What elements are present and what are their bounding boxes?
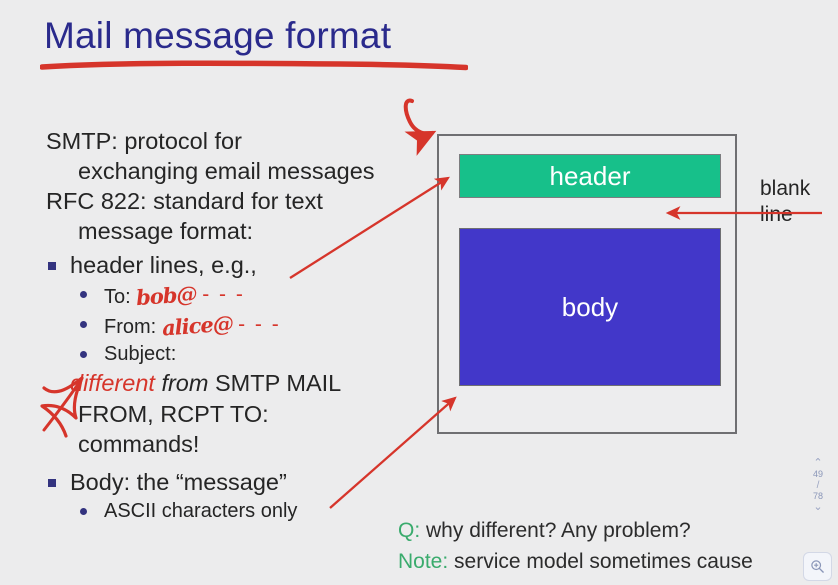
page-up-chevron-icon[interactable]: ⌃ (813, 457, 823, 469)
different-emphasis: different (70, 370, 155, 396)
page-title: Mail message format (44, 15, 392, 56)
page-down-chevron-icon[interactable]: ⌄ (813, 501, 823, 513)
bullet-header-lines-label: header lines, e.g., (70, 252, 257, 278)
handwriting-alice-at: alice@ (160, 310, 234, 341)
question-prefix: Q: (398, 519, 421, 542)
handwriting-dashes-to: - - - (202, 283, 245, 306)
title-underline-annotation (40, 60, 468, 71)
sub-bullet-to: To: bob@ - - - (46, 281, 436, 311)
page-current: 49 (812, 469, 823, 479)
question-line: Q: why different? Any problem? (398, 515, 818, 546)
blank-line-label-word2: line (760, 203, 793, 226)
diagram-header-box: header (459, 154, 721, 198)
round-bullet-icon (80, 351, 87, 358)
blank-line-label: blank line (760, 176, 810, 228)
text-line-msgformat: message format: (78, 218, 254, 244)
message-format-diagram: header body (437, 134, 737, 434)
left-text-column: SMTP: protocol for exchanging email mess… (46, 126, 436, 525)
diagram-header-label: header (549, 160, 631, 191)
text-line-commands: commands! (78, 431, 200, 457)
bullet-body-label: Body: the “message” (70, 469, 287, 495)
question-text: why different? Any problem? (426, 519, 691, 542)
sub-bullet-from: From: alice@ - - - (46, 311, 436, 341)
square-bullet-icon (48, 479, 56, 487)
different-smtp-mail: SMTP MAIL (214, 370, 342, 396)
note-line: Note: service model sometimes cause (398, 546, 818, 577)
text-line-exchanging: exchanging email messages (78, 158, 375, 184)
zoom-in-button[interactable] (803, 552, 832, 581)
note-prefix: Note: (398, 550, 449, 573)
diagram-body-label: body (561, 291, 619, 322)
zoom-in-icon (811, 560, 824, 573)
square-bullet-icon (48, 262, 56, 270)
handwriting-bob-at: bob@ (135, 280, 198, 311)
sub-bullet-to-label: To: (104, 286, 131, 308)
round-bullet-icon (80, 291, 87, 298)
round-bullet-icon (80, 508, 87, 515)
handwriting-dashes-from: - - - (238, 313, 281, 336)
sub-bullet-subject: Subject: (46, 341, 436, 368)
bullet-body: Body: the “message” (46, 467, 436, 498)
page-navigator[interactable]: ⌃ 49 / 78 ⌄ (806, 458, 830, 513)
blank-line-label-word1: blank (760, 177, 811, 200)
page-total: 78 (812, 491, 823, 501)
text-line-smtp: SMTP: protocol for (46, 128, 242, 154)
bullet-header-lines: header lines, e.g., (46, 250, 436, 281)
qna-block: Q: why different? Any problem? Note: ser… (398, 515, 818, 577)
sub-bullet-from-label: From: (104, 316, 157, 338)
note-text: service model sometimes cause (454, 550, 753, 573)
text-line-different: different from SMTP MAIL (46, 368, 436, 399)
sub-bullet-ascii: ASCII characters only (46, 498, 436, 525)
sub-bullet-ascii-label: ASCII characters only (104, 500, 298, 522)
sub-bullet-subject-label: Subject: (104, 343, 177, 365)
star-scribble-annotation (40, 376, 84, 438)
text-line-rfc822: RFC 822: standard for text (46, 188, 323, 214)
different-from-word: from (161, 370, 209, 396)
diagram-body-box: body (459, 228, 721, 386)
page-separator: / (816, 480, 820, 491)
round-bullet-icon (80, 321, 87, 328)
text-line-from-rcpt: FROM, RCPT TO: (78, 401, 269, 427)
